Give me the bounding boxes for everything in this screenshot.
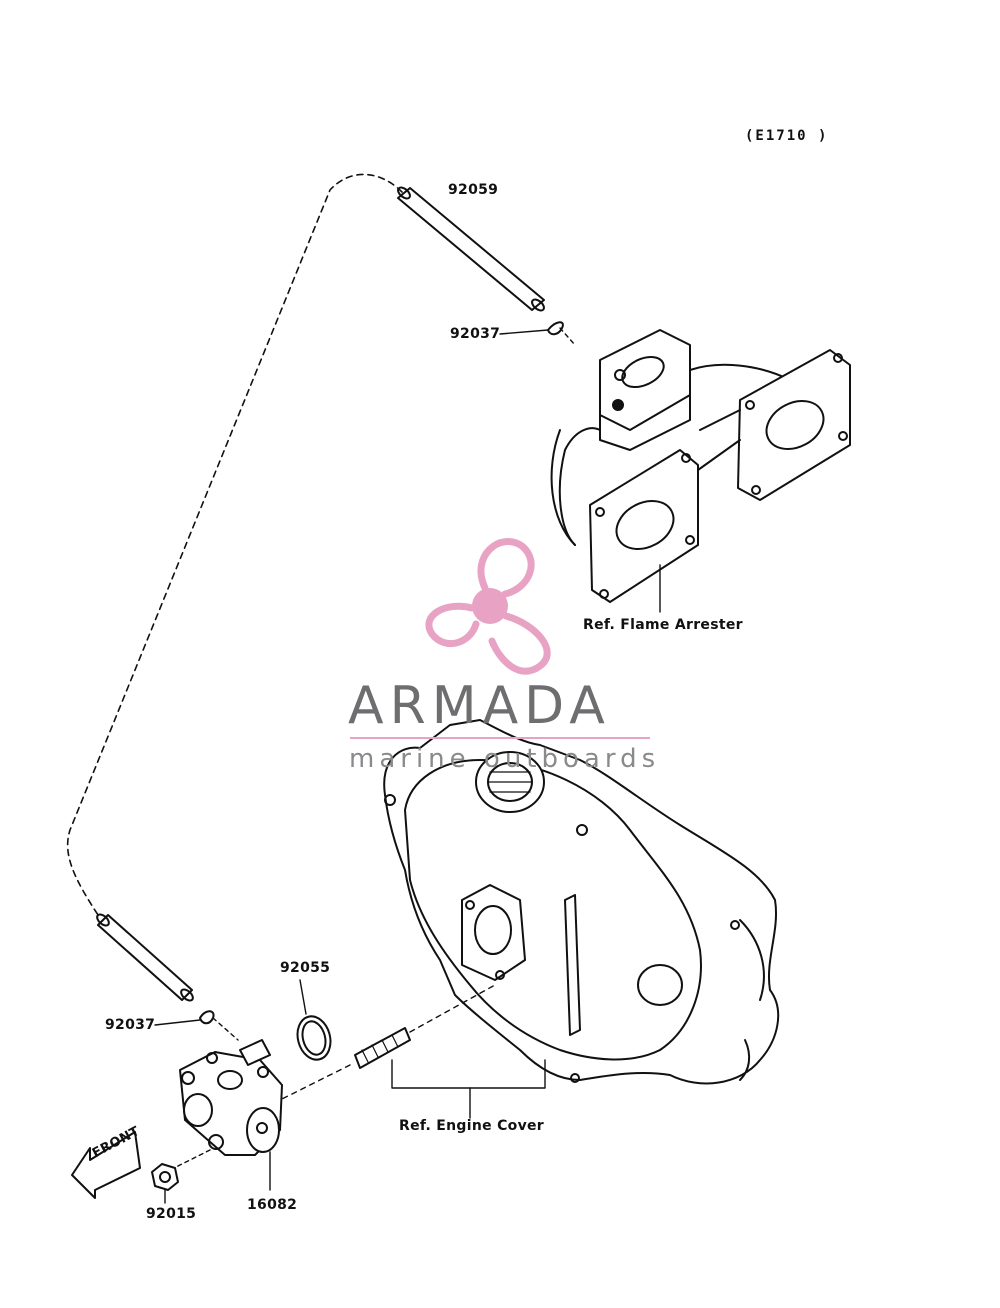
tube-92059 — [397, 186, 545, 312]
bracket-engine-cover — [391, 1059, 546, 1089]
engine-cover-part — [383, 719, 780, 1085]
watermark-tagline: marine outboards — [349, 744, 661, 774]
armada-logo-icon — [425, 538, 551, 675]
o-ring-92055 — [296, 1015, 332, 1061]
part-label-92015: 92015 — [146, 1206, 197, 1222]
ref-flame-arrester: Ref. Flame Arrester — [583, 617, 743, 633]
part-label-92059: 92059 — [448, 182, 499, 198]
stud-part — [354, 984, 496, 1069]
part-label-92037-bottom: 92037 — [105, 1017, 156, 1033]
ref-engine-cover: Ref. Engine Cover — [399, 1118, 544, 1134]
hose-route-dashed — [66, 173, 403, 919]
part-label-92037-top: 92037 — [450, 326, 501, 342]
watermark-brand: ARMADA — [348, 676, 611, 736]
nut-92015 — [151, 1163, 179, 1204]
part-label-92055: 92055 — [280, 960, 331, 976]
diagram-code: (E1710 ) — [745, 128, 829, 144]
pump-16082 — [179, 1039, 283, 1191]
part-label-16082: 16082 — [247, 1197, 298, 1213]
flame-arrester-part — [550, 329, 851, 603]
front-arrow-icon — [71, 1131, 141, 1199]
clip-92037-top — [547, 321, 576, 346]
tube-lower — [96, 913, 194, 1002]
clip-92037-bottom — [199, 1010, 239, 1041]
